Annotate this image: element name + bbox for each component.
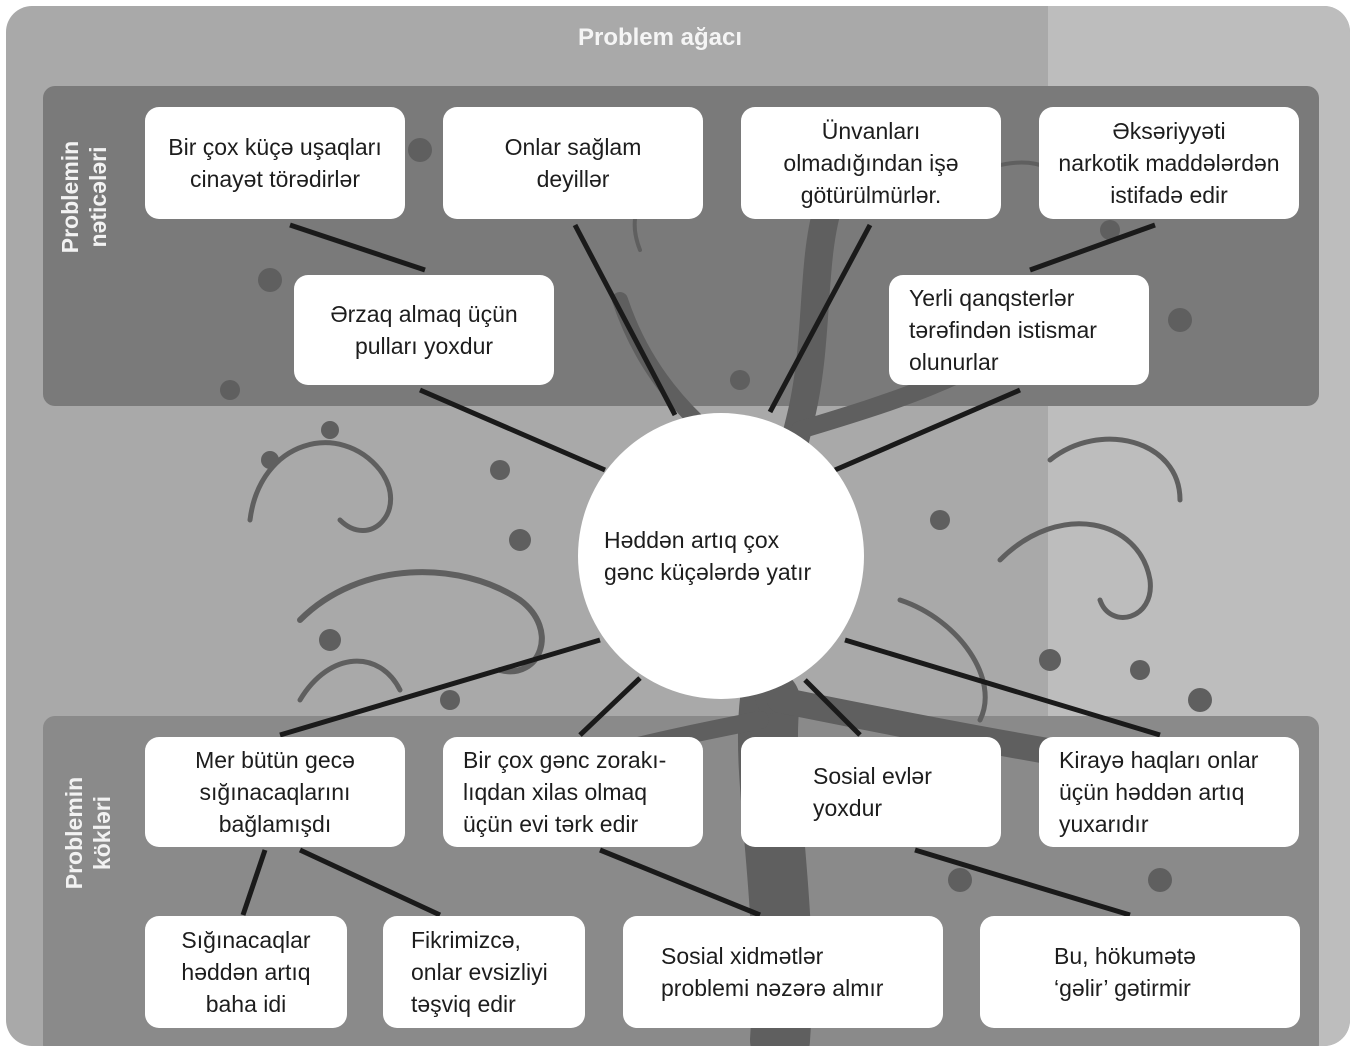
effect-box-6: Yerli qanqsterlər tərəfindən istismar ol… bbox=[889, 275, 1149, 385]
root-box-4: Kirayə haqları onlar üçün həddən artıq y… bbox=[1039, 737, 1299, 847]
effect-box-4: Əksəriyyəti narkotik maddələrdən istifad… bbox=[1039, 107, 1299, 219]
root-box-3: Sosial evlər yoxdur bbox=[741, 737, 1001, 847]
root-box-7: Sosial xidmətlər problemi nəzərə almır bbox=[623, 916, 943, 1028]
connector-lines bbox=[240, 222, 1161, 918]
roots-side-label: Problemin kökləri bbox=[61, 776, 115, 890]
diagram-title: Problem ağacı bbox=[577, 24, 743, 51]
effects-side-label: Problemin nəticələri bbox=[57, 140, 111, 254]
root-box-1: Mer bütün gecə sığınacaqlarını bağlamışd… bbox=[145, 737, 405, 847]
root-box-2: Bir çox gənc zorakı- lıqdan xilas olmaq … bbox=[443, 737, 703, 847]
effect-box-1: Bir çox küçə uşaqları cinayət törədirlər bbox=[145, 107, 405, 219]
tree-leaves bbox=[220, 138, 1212, 892]
root-box-6: Fikrimizcə, onlar evsizliyi təşviq edir bbox=[383, 916, 585, 1028]
core-problem-circle: Həddən artıq çox gənc küçələrdə yatır bbox=[578, 413, 864, 699]
effect-box-5: Ərzaq almaq üçün pulları yoxdur bbox=[294, 275, 554, 385]
root-box-8: Bu, hökumətə ‘gəlir’ gətirmir bbox=[980, 916, 1300, 1028]
root-box-5: Sığınacaqlar həddən artıq baha idi bbox=[145, 916, 347, 1028]
effect-box-2: Onlar sağlam deyillər bbox=[443, 107, 703, 219]
effect-box-3: Ünvanları olmadığından işə götürülmürlər… bbox=[741, 107, 1001, 219]
